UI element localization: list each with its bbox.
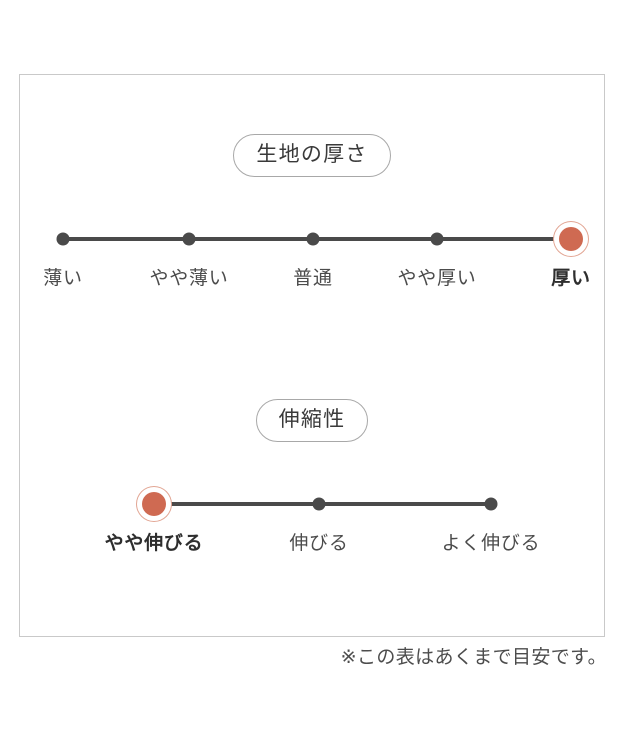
thickness-node-usui[interactable] xyxy=(56,232,70,246)
thickness-label-atsui: 厚い xyxy=(551,268,591,289)
stretch-scale xyxy=(20,464,604,544)
stretch-label-nobiru: 伸びる xyxy=(289,533,349,554)
footnote-disclaimer: ※この表はあくまで目安です。 xyxy=(340,647,607,668)
stretch-title-row: 伸縮性 xyxy=(20,399,604,442)
stretch-node-yoku-nobiru[interactable] xyxy=(484,497,498,511)
stretch-labels: やや伸びる 伸びる よく伸びる xyxy=(20,534,604,564)
thickness-scale xyxy=(20,199,604,279)
stretch-label-yoku-nobiru: よく伸びる xyxy=(441,533,541,554)
thickness-node-yaya-atsui[interactable] xyxy=(430,232,444,246)
thickness-node-atsui-selected[interactable] xyxy=(559,227,583,251)
stretch-label-yaya-nobiru: やや伸びる xyxy=(104,533,204,554)
stretch-node-nobiru[interactable] xyxy=(312,497,326,511)
thickness-title-row: 生地の厚さ xyxy=(20,134,604,177)
thickness-title-pill: 生地の厚さ xyxy=(233,134,391,177)
stretch-node-yaya-nobiru-selected[interactable] xyxy=(142,492,166,516)
thickness-labels: 薄い やや薄い 普通 やや厚い 厚い xyxy=(20,269,604,299)
thickness-label-yaya-usui: やや薄い xyxy=(149,268,229,289)
thickness-label-futsuu: 普通 xyxy=(293,268,333,289)
stretch-title-pill: 伸縮性 xyxy=(255,399,369,442)
thickness-node-yaya-usui[interactable] xyxy=(182,232,196,246)
fabric-spec-card: 生地の厚さ 薄い やや薄い 普通 やや厚い 厚い 伸縮性 やや伸びる 伸びる よ… xyxy=(19,74,605,637)
thickness-node-futsuu[interactable] xyxy=(306,232,320,246)
thickness-label-usui: 薄い xyxy=(43,268,83,289)
thickness-label-yaya-atsui: やや厚い xyxy=(397,268,477,289)
